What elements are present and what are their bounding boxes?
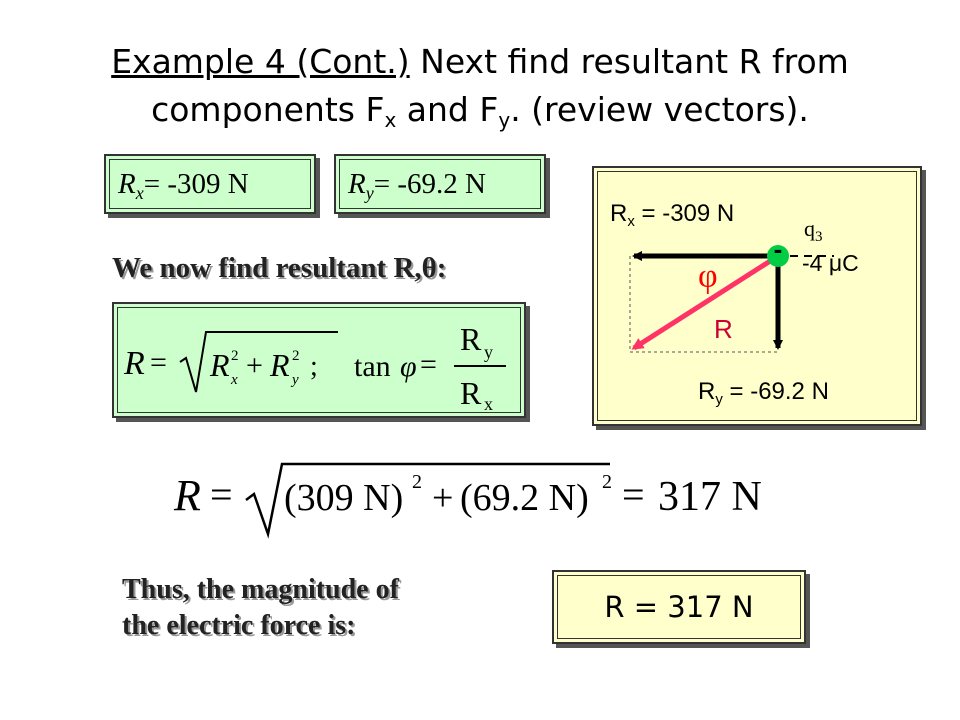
diagram-ry-label: Ry = -69.2 N <box>698 378 829 408</box>
find-resultant-text: We now find resultant R,θ: <box>112 252 447 284</box>
calc-r: R <box>173 471 201 520</box>
formula-tan: tan <box>354 350 391 383</box>
formula-numerator: R <box>460 321 482 357</box>
conclusion-line-2: the electric force is: <box>122 610 356 641</box>
formula-sub-x: x <box>230 372 238 388</box>
formula-sqrt-sign <box>179 331 338 393</box>
vector-diagram-box: - Rx = -309 N q3 -4 μC φ R Ry = -69.2 N <box>592 166 922 426</box>
conclusion-text: Thus, the magnitude of the electric forc… <box>122 572 399 644</box>
rx-component-box: Rx= -309 N <box>104 154 316 214</box>
formula-exp2: 2 <box>292 348 300 364</box>
diagram-r-label: R <box>714 314 733 344</box>
formula-exp1: 2 <box>231 348 239 364</box>
diagram-phi-label: φ <box>698 258 718 295</box>
calc-equals-2: = <box>622 472 645 517</box>
formula-denominator-sub: x <box>484 394 493 414</box>
diagram-rx-label: Rx = -309 N <box>610 200 735 230</box>
calculation-equation: R = (309 N) 2 + (69.2 N) 2 = 317 N <box>173 462 762 539</box>
formula-semicolon: ; <box>310 351 318 382</box>
formula-numerator-sub: y <box>484 342 493 362</box>
formula-sub-y: y <box>290 372 299 388</box>
calc-result: 317 N <box>658 474 762 520</box>
formula-r: R <box>123 345 145 382</box>
title-example-label: Example 4 (Cont.) <box>111 42 410 81</box>
resultant-vector-arrow <box>631 253 780 351</box>
formula-box: R = R 2 x + R 2 y ; tan φ = R y R x <box>112 302 526 418</box>
charge-q3 <box>767 245 789 267</box>
formula-plus: + <box>246 349 263 382</box>
formula-equals: = <box>150 346 167 379</box>
title-line-1: Example 4 (Cont.) Next find resultant R … <box>111 42 849 81</box>
calc-equals: = <box>210 472 233 517</box>
answer-box: R = 317 N <box>552 570 806 644</box>
conclusion-line-1: Thus, the magnitude of <box>122 574 399 605</box>
formula-denominator: R <box>460 375 482 411</box>
diagram-charge-value: -4 μC <box>802 250 859 276</box>
calc-exp1: 2 <box>412 471 422 493</box>
slide-title: Example 4 (Cont.) Next find resultant R … <box>0 38 960 134</box>
calc-plus: + <box>432 477 453 519</box>
calc-term1: (309 N) <box>284 477 403 519</box>
formula-equals-2: = <box>420 348 437 381</box>
title-line-2: components Fx and Fy. (review vectors). <box>151 90 809 132</box>
ry-component-box: Ry= -69.2 N <box>334 154 546 214</box>
formula-rx2: R <box>209 347 230 383</box>
calc-term2: (69.2 N) <box>460 477 589 519</box>
calc-exp2: 2 <box>602 471 612 493</box>
charge-sign: - <box>774 234 783 264</box>
vector-diagram: - <box>629 234 834 353</box>
diagram-charge-label: q3 <box>804 216 823 245</box>
calc-sqrt-sign <box>245 462 610 539</box>
formula-phi: φ <box>400 350 417 383</box>
formula-graphic: R = R 2 x + R 2 y ; tan φ = R y R x <box>123 321 506 414</box>
formula-ry2: R <box>269 347 290 383</box>
answer-text: R = 317 N <box>604 590 754 624</box>
